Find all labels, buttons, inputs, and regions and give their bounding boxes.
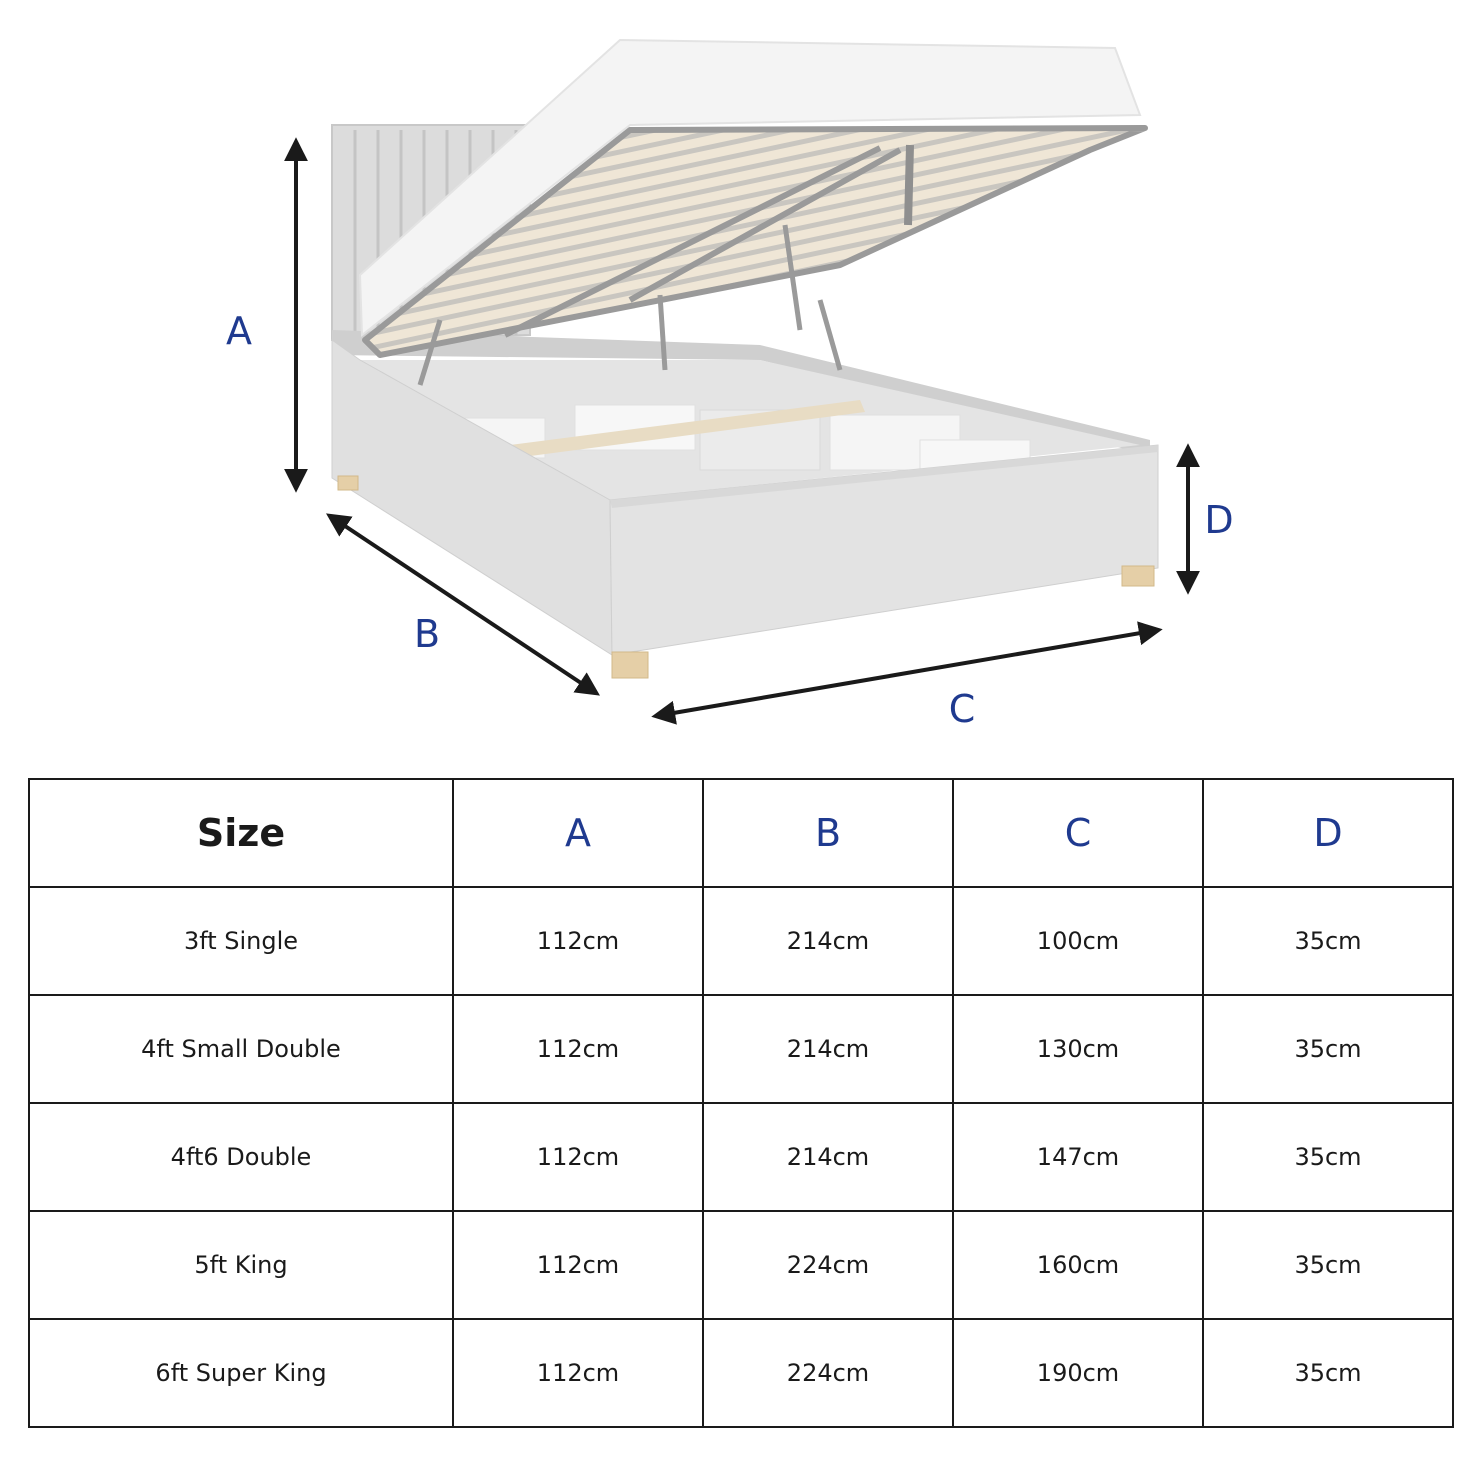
size-table: Size A B C D 3ft Single 112cm 214cm 100c… bbox=[28, 778, 1454, 1428]
header-c: C bbox=[952, 778, 1204, 888]
bed-leg bbox=[1121, 565, 1155, 587]
header-b: B bbox=[702, 778, 954, 888]
table-row: 4ft6 Double 112cm 214cm 147cm 35cm bbox=[28, 1102, 1454, 1212]
table-row: 5ft King 112cm 224cm 160cm 35cm bbox=[28, 1210, 1454, 1320]
cell-a: 112cm bbox=[452, 1210, 704, 1320]
label-b: B bbox=[414, 612, 440, 656]
cell-d: 35cm bbox=[1202, 994, 1454, 1104]
bed-leg bbox=[337, 475, 359, 491]
cell-a: 112cm bbox=[452, 994, 704, 1104]
bed-diagram: A B C D bbox=[226, 38, 1234, 731]
cell-b: 224cm bbox=[702, 1210, 954, 1320]
cell-d: 35cm bbox=[1202, 1210, 1454, 1320]
table-row: 6ft Super King 112cm 224cm 190cm 35cm bbox=[28, 1318, 1454, 1428]
cell-d: 35cm bbox=[1202, 1318, 1454, 1428]
cell-size: 3ft Single bbox=[28, 886, 454, 996]
cell-c: 130cm bbox=[952, 994, 1204, 1104]
cell-size: 4ft Small Double bbox=[28, 994, 454, 1104]
cell-b: 224cm bbox=[702, 1318, 954, 1428]
label-c: C bbox=[949, 687, 976, 731]
cell-c: 160cm bbox=[952, 1210, 1204, 1320]
label-d: D bbox=[1204, 498, 1233, 542]
bed-illustration bbox=[331, 38, 1159, 679]
header-d: D bbox=[1202, 778, 1454, 888]
label-a: A bbox=[226, 309, 252, 353]
cell-a: 112cm bbox=[452, 1102, 704, 1212]
dimension-arrow-c bbox=[651, 621, 1163, 725]
lifted-frame bbox=[362, 125, 1148, 358]
cell-b: 214cm bbox=[702, 1102, 954, 1212]
cell-c: 190cm bbox=[952, 1318, 1204, 1428]
table-header-row: Size A B C D bbox=[28, 778, 1454, 888]
table-row: 3ft Single 112cm 214cm 100cm 35cm bbox=[28, 886, 1454, 996]
cell-d: 35cm bbox=[1202, 1102, 1454, 1212]
cell-c: 100cm bbox=[952, 886, 1204, 996]
cell-a: 112cm bbox=[452, 886, 704, 996]
dimension-arrow-b bbox=[326, 513, 600, 696]
cell-d: 35cm bbox=[1202, 886, 1454, 996]
cell-b: 214cm bbox=[702, 994, 954, 1104]
header-a: A bbox=[452, 778, 704, 888]
bed-leg bbox=[611, 651, 649, 679]
dimension-arrow bbox=[284, 137, 1200, 725]
cell-size: 4ft6 Double bbox=[28, 1102, 454, 1212]
cell-size: 6ft Super King bbox=[28, 1318, 454, 1428]
cell-b: 214cm bbox=[702, 886, 954, 996]
header-size: Size bbox=[28, 778, 454, 888]
mattress bbox=[358, 38, 1142, 338]
cell-size: 5ft King bbox=[28, 1210, 454, 1320]
cell-a: 112cm bbox=[452, 1318, 704, 1428]
cell-c: 147cm bbox=[952, 1102, 1204, 1212]
table-row: 4ft Small Double 112cm 214cm 130cm 35cm bbox=[28, 994, 1454, 1104]
